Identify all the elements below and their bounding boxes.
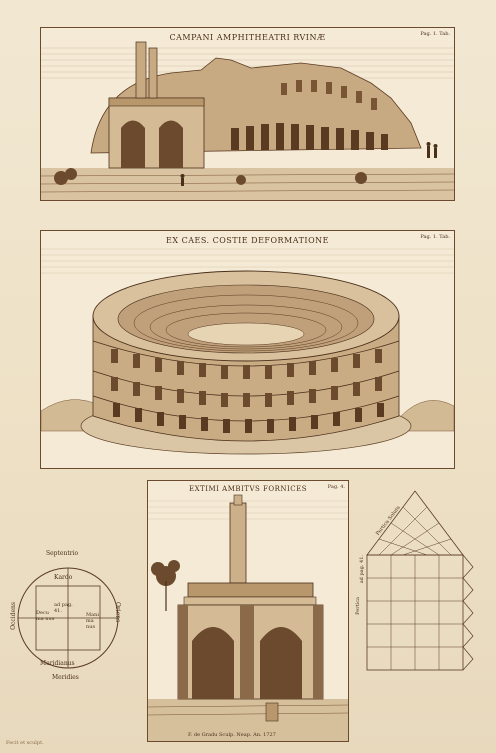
middle-panel-amphitheatre: EX CAES. COSTIE DEFORMATIONE Pag. 1. Tab… (40, 230, 455, 469)
middle-panel-title: EX CAES. COSTIE DEFORMATIONE (166, 236, 329, 245)
survey-grid-diagram: Pertica ad pag. 41. Pertica Soluta (355, 485, 480, 680)
corner-note: Fecit et sculpt. (6, 740, 44, 746)
bottom-panel-title: EXTIMI AMBITVS FORNICES (188, 485, 308, 493)
compass-north-label: Septentrio (46, 550, 79, 557)
compass-west-label: Occidens (10, 602, 17, 630)
compass-east-label: Oriens (114, 602, 121, 623)
compass-kardo-label: Kardo (54, 574, 73, 581)
compass-diagram: Septentrio Kardo Decu ma nus ad pag. 41.… (10, 540, 130, 700)
grid-ref-label: ad pag. 41. (359, 555, 365, 584)
top-panel-ruins: CAMPANI AMPHITHEATRI RVINÆ Pag. 1. Tab. (40, 27, 455, 201)
middle-panel-plate-number: Pag. 1. Tab. (420, 234, 450, 240)
bottom-panel-plate-number: Pag. 4. (327, 484, 345, 490)
top-panel-plate-number: Pag. 1. Tab. (420, 31, 450, 37)
compass-decumanus-right: Mani ma nus (86, 612, 99, 630)
grid-pertica-label: Pertica (355, 597, 361, 615)
bottom-panel-arches: EXTIMI AMBITVS FORNICES Pag. 4. (147, 480, 349, 742)
compass-circle (17, 567, 119, 669)
arches-illustration (148, 494, 348, 741)
compass-meridianus-label: Meridianus (40, 660, 75, 667)
top-panel-title: CAMPANI AMPHITHEATRI RVINÆ (169, 33, 326, 42)
compass-south-label: Meridies (52, 674, 79, 681)
bottom-panel-signature: F. de Gradu Sculp. Neap. An. 1727 (188, 732, 276, 738)
amphitheatre-illustration (41, 248, 454, 455)
compass-ref-label: ad pag. 41. (54, 602, 73, 614)
grid-figure (366, 490, 474, 671)
ruins-illustration (41, 41, 454, 200)
compass-decumanus-left: Decu ma nus (36, 610, 55, 622)
